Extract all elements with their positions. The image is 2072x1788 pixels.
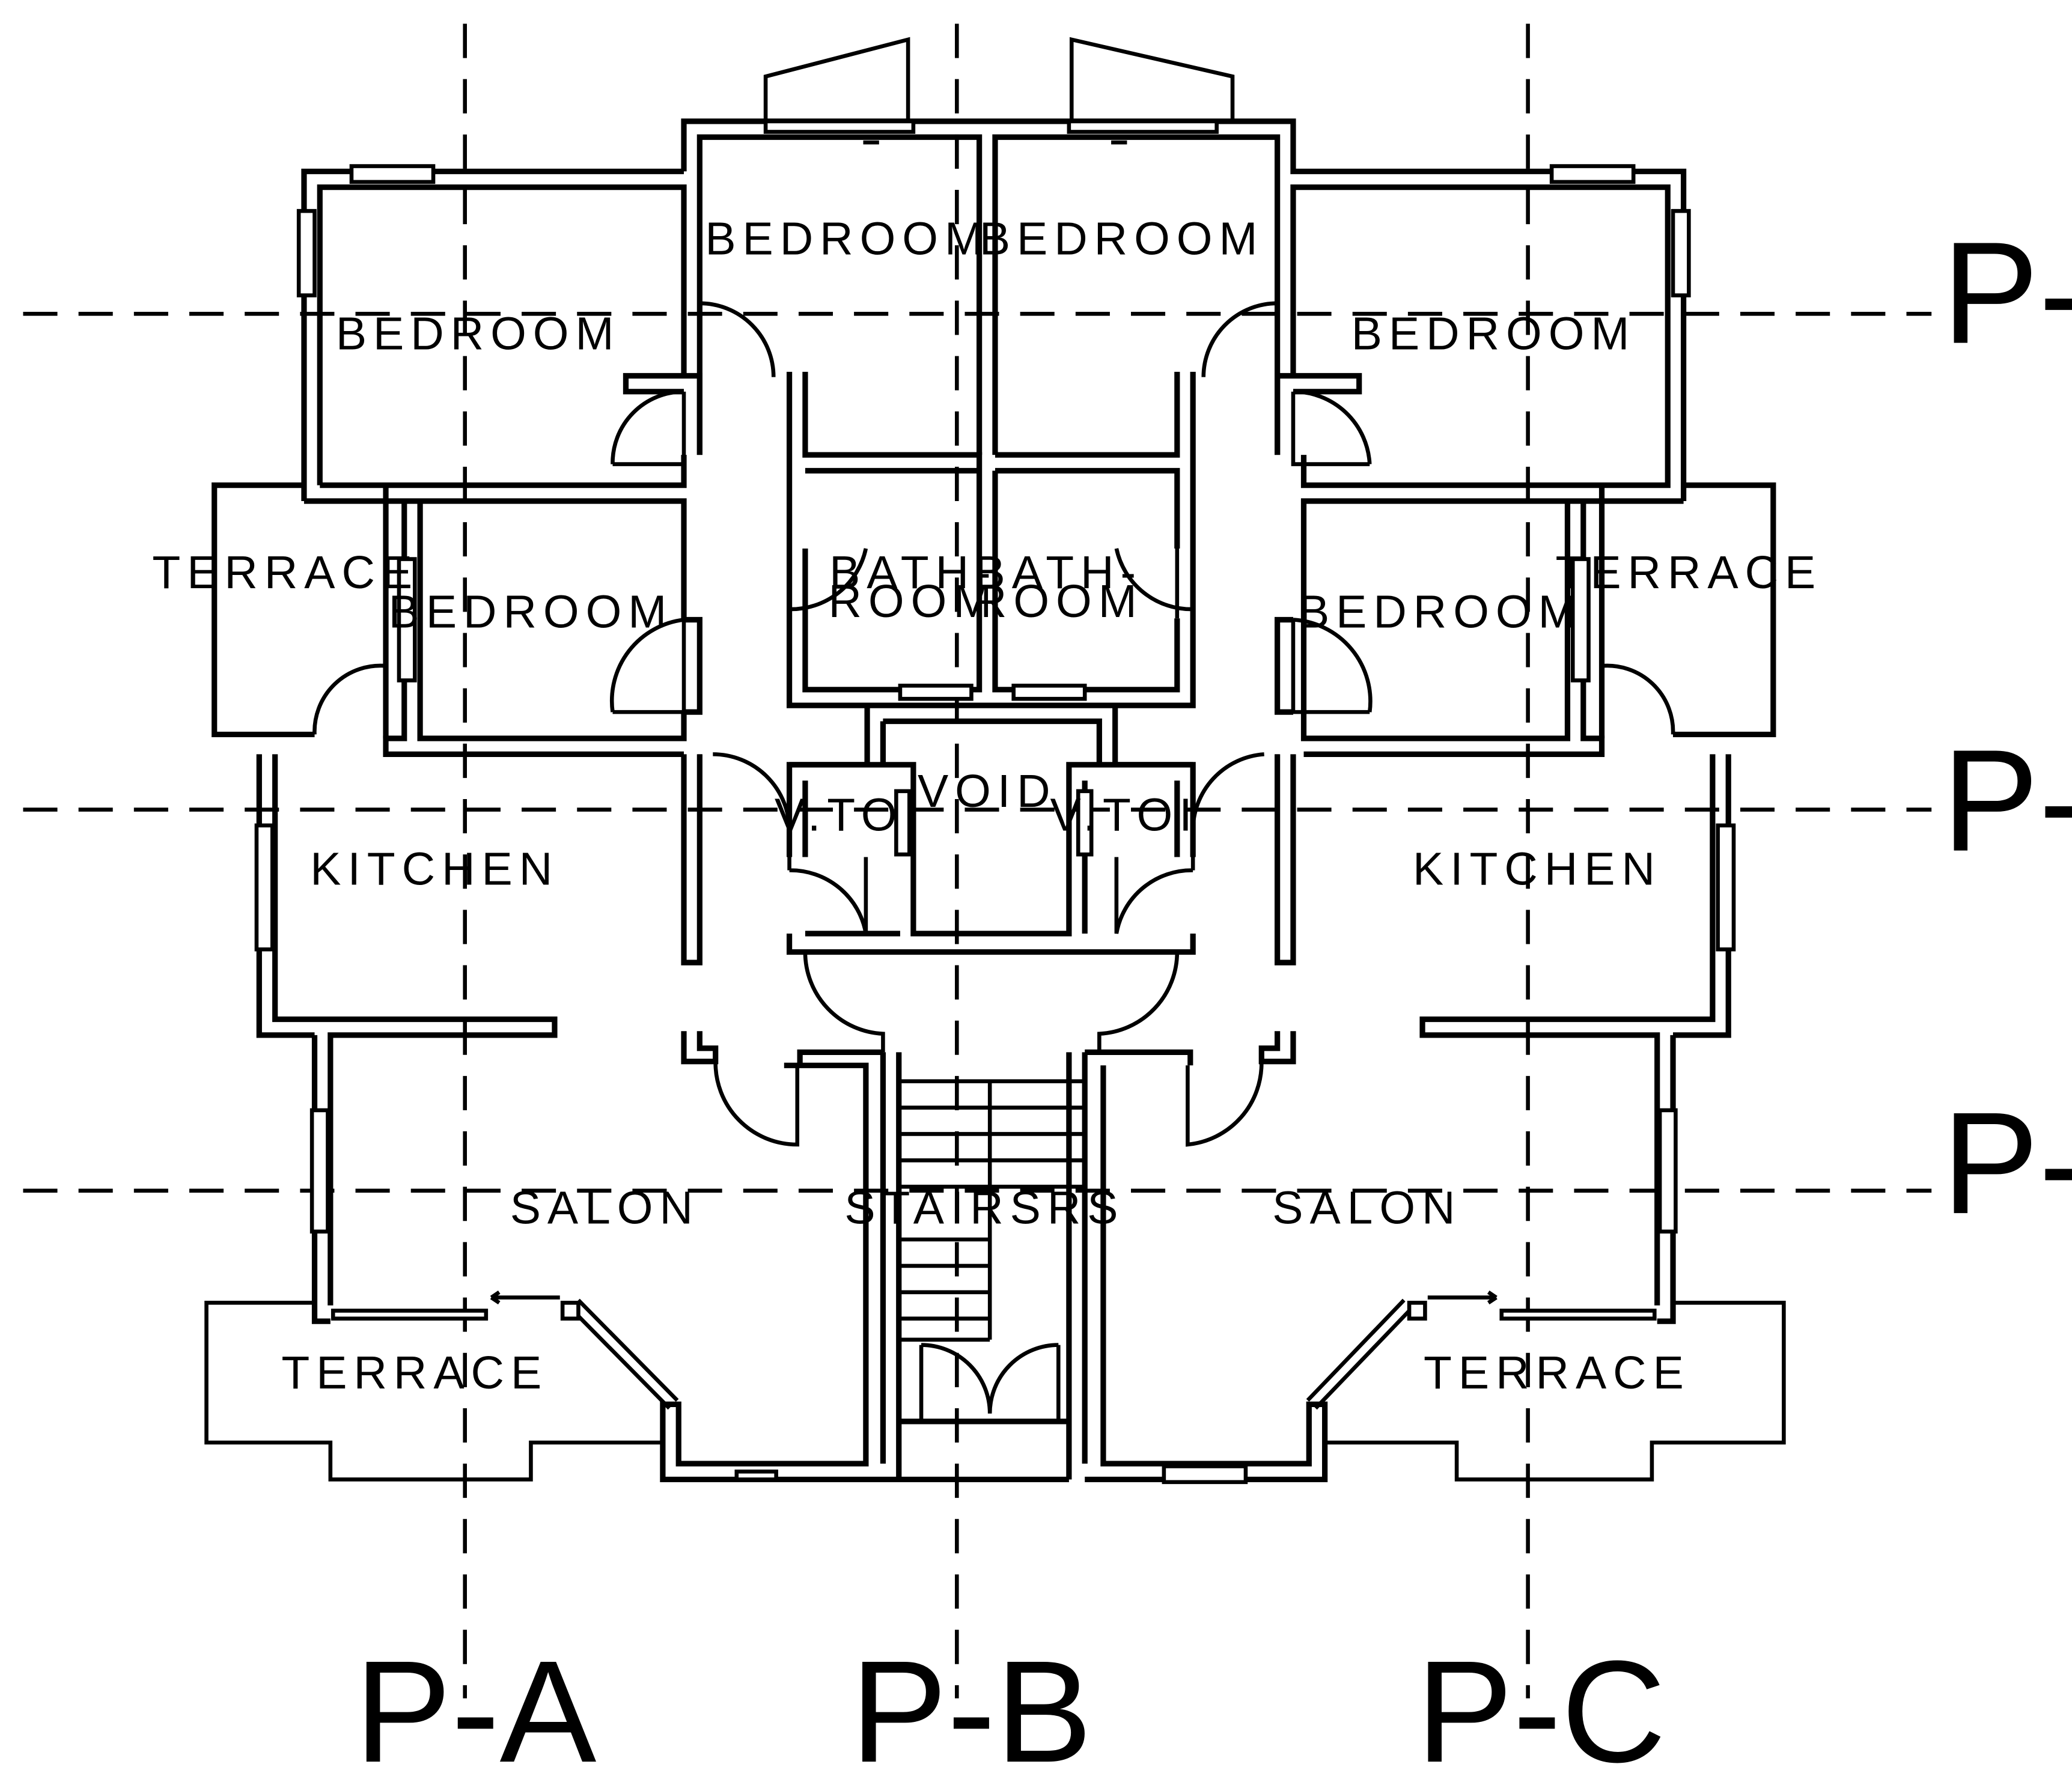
window <box>254 823 275 952</box>
stair-treads <box>900 1079 1085 1342</box>
windows <box>254 119 1736 1485</box>
door-swing <box>1190 752 1279 831</box>
grid-label-pa: P-A <box>355 1631 596 1788</box>
wall-top-right-bedroom <box>1290 184 1671 488</box>
sliding-door-left <box>490 1291 679 1410</box>
door-swing <box>1601 663 1675 735</box>
room-label-bedroom: BEDROOM <box>1299 586 1583 638</box>
door-swing <box>1114 548 1193 619</box>
room-label-kitchen: KITCHEN <box>310 844 559 895</box>
door-swing <box>1097 952 1180 1053</box>
window <box>898 683 974 701</box>
wall-right-salon <box>1085 1035 1676 1483</box>
window <box>1570 557 1591 683</box>
room-label-terrace: TERRACE <box>1424 1347 1690 1399</box>
window <box>894 789 912 857</box>
grid-label-pc: P-C <box>1416 1631 1666 1788</box>
room-label-terrace: TERRACE <box>152 547 419 598</box>
room-label-bedroom: BEDROOM <box>336 308 621 360</box>
door-jamb <box>1407 1301 1427 1321</box>
room-label-bathroom: ROOM <box>974 576 1144 627</box>
door-swing <box>1291 389 1372 466</box>
balcony-flap-right <box>1069 37 1235 121</box>
room-label-terrace: TERRACE <box>281 1347 548 1399</box>
door-swing <box>1114 857 1195 934</box>
window <box>1716 823 1736 952</box>
balcony-flap-left <box>763 37 910 121</box>
walls <box>204 118 1786 1483</box>
grid-labels: P-3 P-2 P-1 P-A P-B P-C <box>355 212 2072 1788</box>
door-swing <box>1186 1061 1264 1147</box>
door-swing <box>611 389 686 466</box>
door-swing <box>609 618 686 714</box>
window <box>349 164 436 184</box>
room-label-bathroom: BATH- <box>829 547 998 598</box>
grid-label-pb: P-B <box>850 1631 1092 1788</box>
door-swing <box>919 1343 1061 1419</box>
window <box>309 1108 330 1234</box>
door-swing <box>698 301 776 377</box>
grid-label-p3: P-3 <box>1942 212 2072 374</box>
window <box>1162 1464 1248 1485</box>
door-jamb <box>560 1301 580 1321</box>
window <box>296 208 317 297</box>
room-label-kitchen: KITCHEN <box>1413 844 1662 895</box>
door-swing <box>698 752 791 831</box>
wall-right-terrace-bottom <box>1324 1301 1786 1482</box>
window <box>1011 683 1087 701</box>
door-swing <box>312 663 386 735</box>
openings <box>490 37 1498 1410</box>
room-label-bedroom: BEDROOM <box>389 586 674 638</box>
room-label-terrace: TERRACE <box>1555 547 1822 598</box>
door-swing <box>803 952 885 1053</box>
wall-right-terrace-upper <box>1598 482 1776 739</box>
room-label-vtoi: V.TOI <box>775 789 923 841</box>
room-label-bedroom: BEDROOM <box>705 213 990 265</box>
room-label-stairs: STAIRSRS <box>844 1182 1124 1234</box>
door-swing <box>1201 301 1279 377</box>
room-label-salon: SALON <box>1272 1182 1461 1234</box>
window <box>1067 119 1219 134</box>
window <box>1657 1108 1678 1234</box>
door-swing <box>789 548 868 619</box>
window <box>1499 1309 1657 1321</box>
grid-label-p1: P-1 <box>1942 1082 2072 1244</box>
window <box>763 119 916 134</box>
window <box>1671 208 1691 297</box>
room-labels: BEDROOM BEDROOM BEDROOM BEDROOM BEDROOM … <box>152 213 1822 1399</box>
wall-void-vtoi <box>786 702 1196 955</box>
window <box>397 557 417 683</box>
wall-stairs <box>880 1052 1088 1480</box>
room-label-bathroom: BATH- <box>975 547 1143 598</box>
sliding-door-right <box>1306 1291 1498 1410</box>
room-label-void: VOID <box>918 765 1057 817</box>
wall-top-centre-inner <box>696 134 1281 455</box>
door-swing <box>787 857 868 934</box>
window <box>1549 164 1636 184</box>
wall-left-terrace-upper <box>212 482 389 739</box>
room-label-vtoi: V.TOI <box>1050 789 1199 841</box>
wall-central-corridor-right <box>1275 372 1362 965</box>
door-swing <box>1291 618 1373 714</box>
room-label-bedroom: BEDROOM <box>980 213 1264 265</box>
door-swing <box>713 1061 800 1147</box>
grid-label-p2: P-2 <box>1942 720 2072 882</box>
window <box>734 1469 778 1482</box>
window <box>331 1309 489 1321</box>
window <box>1076 789 1094 857</box>
wall-salon-corners <box>681 1031 1296 1065</box>
wall-central-corridor-left <box>623 372 702 965</box>
door-swings <box>312 301 1675 1419</box>
wall-left-terrace-bottom <box>204 1301 663 1482</box>
room-label-bathroom: ROOM <box>828 576 998 627</box>
room-label-salon: SALON <box>510 1182 699 1234</box>
room-label-bedroom: BEDROOM <box>1351 308 1636 360</box>
wall-right-kitchen <box>1419 754 1731 1306</box>
